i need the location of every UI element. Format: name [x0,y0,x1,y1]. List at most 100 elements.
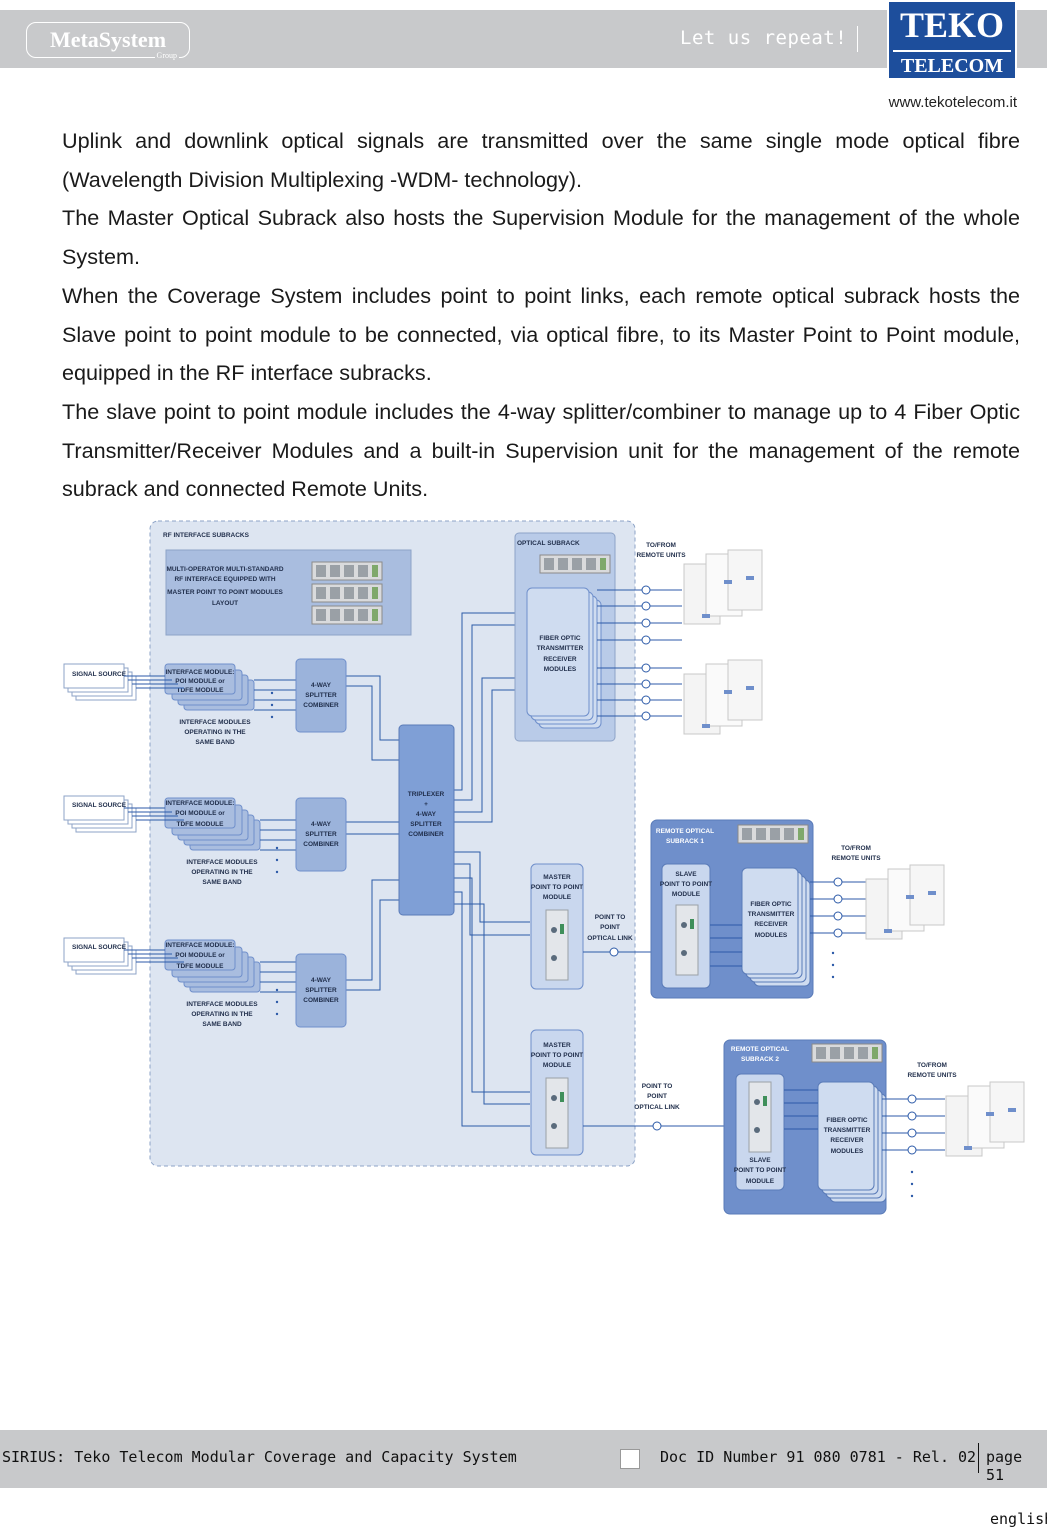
tagline: Let us repeat! [680,27,848,49]
paragraph: Uplink and downlink optical signals are … [62,128,1020,192]
signal-source-group: SIGNAL SOURCE [63,937,137,975]
interface-label: TDFE MODULE [177,963,225,970]
rack-photo [311,605,383,625]
same-band-label: INTERFACE MODULES [186,859,258,866]
triplexer-label: COMBINER [408,831,444,838]
master-label: MASTER [543,874,571,881]
same-band-label: OPERATING IN THE [184,729,246,736]
same-band-label: SAME BAND [202,1021,242,1028]
rack-photo [311,583,383,603]
language-label: english [990,1510,1047,1528]
remote-optical-subrack-2: REMOTE OPTICAL SUBRACK 2 SLAVE POINT TO … [723,1039,887,1215]
splitter-label: COMBINER [303,997,339,1004]
master-ptp-module: MASTER POINT TO POINT MODULE [530,863,584,990]
splitter-combiner: 4-WAY SPLITTER COMBINER [295,797,347,872]
fiber-ports [597,585,682,721]
fiber-optic-label: MODULES [831,1148,864,1155]
splitter-combiner: 4-WAY SPLITTER COMBINER [295,953,347,1028]
fiber-optic-label: FIBER OPTIC [826,1117,867,1124]
ptp-label: POINT TO [595,914,626,921]
same-band-label: INTERFACE MODULES [186,1001,258,1008]
master-label: POINT TO POINT [531,884,583,891]
ptp-label: POINT [600,924,620,931]
triplexer-label: + [424,801,428,808]
module-photo [545,909,569,981]
signal-source-label: SIGNAL SOURCE [72,944,127,951]
metasystem-logo-text: MetaSystem [49,27,167,52]
metasystem-logo: MetaSystem Group [26,22,190,60]
interface-label: INTERFACE MODULE: [166,669,235,676]
fiber-ports [784,1089,945,1155]
splitter-label: SPLITTER [305,692,337,699]
optical-subrack: OPTICAL SUBRACK FIBER OPTIC TRANSMITTER … [514,532,616,742]
same-band-label: INTERFACE MODULES [179,719,251,726]
paragraph: The Master Optical Subrack also hosts th… [62,205,1020,270]
master-label: MASTER [543,1042,571,1049]
splitter-label: 4-WAY [311,682,332,689]
fiber-optic-label: TRANSMITTER [748,911,795,918]
ellipsis-dots [270,691,914,1198]
module-photo [675,904,699,976]
slave-label: POINT TO POINT [660,881,712,888]
remote-unit-image [945,1081,1025,1157]
rack-photo [311,561,383,581]
website-url: www.tekotelecom.it [888,94,1017,111]
interface-module-stack: INTERFACE MODULE: POI MODULE or TDFE MOD… [164,663,255,746]
rack-photo [539,554,611,574]
footer-square-icon [620,1449,640,1469]
footer-doc-id: Doc ID Number 91 080 0781 - Rel. 02 [660,1448,977,1466]
same-band-label: OPERATING IN THE [191,869,253,876]
teko-logo-rule [893,50,1011,52]
slave-label: SLAVE [749,1157,771,1164]
to-from-label: TO/FROM [646,542,676,549]
footer-bar [0,1430,1047,1488]
slave-label: MODULE [746,1178,775,1185]
fiber-optic-label: RECEIVER [754,921,788,928]
remote-unit-image [865,864,945,940]
splitter-label: SPLITTER [305,987,337,994]
footer-divider [978,1443,979,1473]
interface-label: POI MODULE or [175,952,225,959]
remote-subrack-label: REMOTE OPTICAL [656,828,714,835]
interface-module-stack: INTERFACE MODULE: POI MODULE or TDFE MOD… [164,939,261,1028]
fiber-optic-label: FIBER OPTIC [750,901,791,908]
module-photo [545,1077,569,1149]
master-label: POINT TO POINT [531,1052,583,1059]
rf-subracks-label: RF INTERFACE SUBRACKS [163,532,250,539]
slave-label: MODULE [672,891,701,898]
ptp-link [583,947,737,1131]
splitter-label: COMBINER [303,841,339,848]
remote-subrack-label: SUBRACK 1 [666,838,704,845]
fiber-optic-label: RECEIVER [543,656,577,663]
master-label: MODULE [543,894,572,901]
connector-lines [124,612,530,1127]
fiber-optic-label: RECEIVER [830,1137,864,1144]
fiber-optic-label: FIBER OPTIC [539,635,580,642]
signal-source-label: SIGNAL SOURCE [72,671,127,678]
splitter-label: 4-WAY [311,821,332,828]
ptp-label: POINT [647,1093,667,1100]
splitter-combiner: 4-WAY SPLITTER COMBINER [295,658,347,733]
footer-page-number: page 51 [986,1448,1023,1484]
to-from-label: REMOTE UNITS [907,1072,957,1079]
signal-source-group: SIGNAL SOURCE [63,795,137,833]
splitter-label: COMBINER [303,702,339,709]
triplexer: TRIPLEXER + 4-WAY SPLITTER COMBINER [398,724,455,916]
interface-label: INTERFACE MODULE: [166,800,235,807]
slave-label: POINT TO POINT [734,1167,786,1174]
interface-label: TDFE MODULE [177,821,225,828]
ptp-label: OPTICAL LINK [634,1104,680,1111]
paragraph: When the Coverage System includes point … [62,282,1020,386]
fiber-optic-label: TRANSMITTER [824,1127,871,1134]
remote-optical-subrack-1: REMOTE OPTICAL SUBRACK 1 SLAVE POINT TO … [650,819,814,999]
layout-label: MASTER POINT TO POINT MODULES [167,589,283,596]
same-band-label: SAME BAND [202,879,242,886]
splitter-label: SPLITTER [305,831,337,838]
to-from-label: REMOTE UNITS [831,855,881,862]
remote-subrack-label: REMOTE OPTICAL [731,1046,789,1053]
fiber-ports [710,877,866,967]
interface-label: INTERFACE MODULE: [166,942,235,949]
triplexer-label: 4-WAY [416,811,437,818]
master-label: MODULE [543,1062,572,1069]
